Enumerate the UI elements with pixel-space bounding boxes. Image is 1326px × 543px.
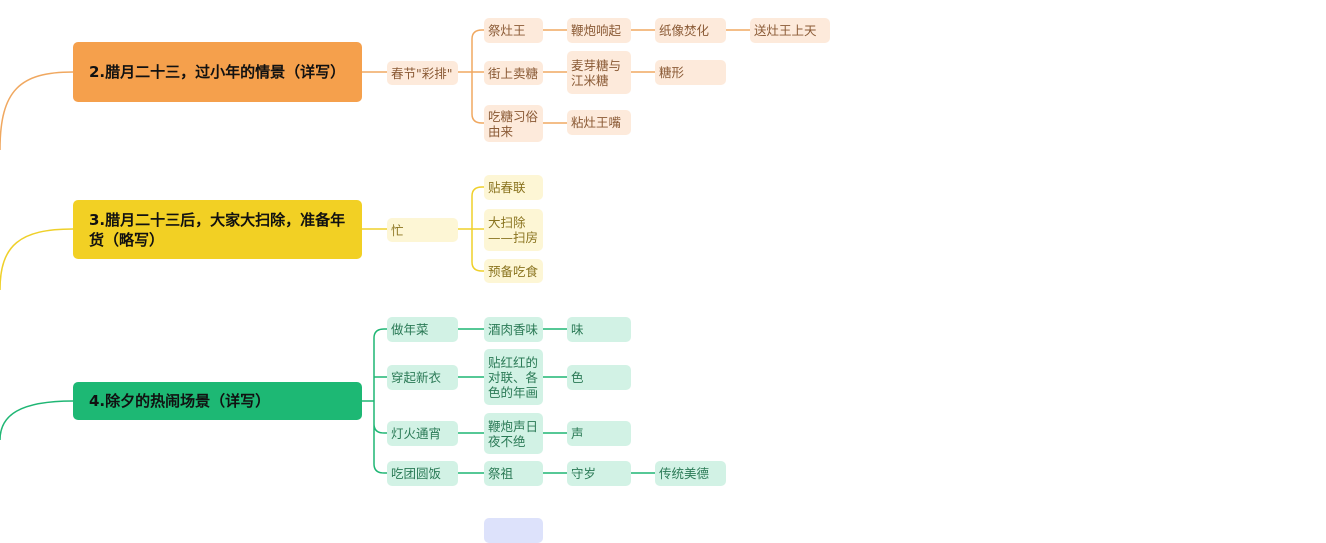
node[interactable]: 穿起新衣 (387, 365, 458, 390)
node-label: 灯火通宵 (391, 426, 442, 441)
node-label: 味 (571, 322, 584, 337)
node-label: 吃团圆饭 (391, 466, 442, 481)
node[interactable]: 祭灶王 (484, 18, 543, 43)
node[interactable]: 味 (567, 317, 631, 342)
node-label: 送灶王上天 (754, 23, 817, 38)
node-label: 预备吃食 (488, 263, 539, 279)
subtopic-rehearsal[interactable]: 春节"彩排" (387, 61, 458, 85)
topic-label: 4.除夕的热闹场景（详写） (89, 392, 271, 410)
node-partial[interactable] (484, 518, 543, 543)
node-label: 糖形 (659, 65, 685, 80)
node-label: 街上卖糖 (488, 65, 539, 81)
node[interactable]: 粘灶王嘴 (567, 110, 631, 135)
yellow-connectors (0, 186, 484, 291)
node-label: 粘灶王嘴 (571, 115, 622, 130)
node[interactable]: 送灶王上天 (750, 18, 830, 43)
orange-connectors (0, 29, 750, 151)
node[interactable]: 贴春联 (484, 175, 543, 200)
topic-3[interactable]: 3.腊月二十三后，大家大扫除，准备年货（略写） (73, 200, 362, 259)
node-label: 鞭炮响起 (571, 23, 622, 38)
node[interactable]: 吃糖习俗由来 (484, 105, 543, 142)
node-label: 做年菜 (391, 322, 429, 337)
topic-4[interactable]: 4.除夕的热闹场景（详写） (73, 382, 362, 420)
node-label: 鞭炮声日夜不绝 (488, 418, 539, 449)
node[interactable]: 酒肉香味 (484, 317, 543, 342)
node-label: 吃糖习俗由来 (488, 108, 539, 139)
node-label: 春节"彩排" (391, 65, 453, 81)
topic-label: 3.腊月二十三后，大家大扫除，准备年货（略写） (89, 210, 346, 249)
node-label: 色 (571, 370, 584, 385)
node-label: 贴春联 (488, 180, 526, 195)
topic-2[interactable]: 2.腊月二十三，过小年的情景（详写） (73, 42, 362, 102)
node[interactable]: 声 (567, 421, 631, 446)
node[interactable]: 祭祖 (484, 461, 543, 486)
node[interactable]: 做年菜 (387, 317, 458, 342)
node[interactable]: 守岁 (567, 461, 631, 486)
topic-label: 2.腊月二十三，过小年的情景（详写） (89, 63, 346, 81)
node[interactable]: 街上卖糖 (484, 61, 543, 85)
node[interactable]: 鞭炮声日夜不绝 (484, 413, 543, 454)
node-label: 贴红红的对联、各色的年画 (488, 354, 539, 400)
node-label: 守岁 (571, 466, 597, 481)
node-label: 祭灶王 (488, 23, 526, 38)
connectors (0, 29, 750, 474)
node[interactable]: 鞭炮响起 (567, 18, 631, 43)
node[interactable]: 灯火通宵 (387, 421, 458, 446)
node[interactable]: 贴红红的对联、各色的年画 (484, 349, 543, 405)
node-label: 传统美德 (659, 466, 710, 481)
node[interactable]: 纸像焚化 (655, 18, 726, 43)
node-label: 声 (571, 426, 584, 441)
node-label: 忙 (391, 222, 404, 238)
node[interactable]: 色 (567, 365, 631, 390)
node[interactable]: 传统美德 (655, 461, 726, 486)
node[interactable]: 吃团圆饭 (387, 461, 458, 486)
node-label: 大扫除——扫房 (488, 215, 539, 245)
green-connectors (0, 328, 655, 474)
node[interactable]: 大扫除——扫房 (484, 209, 543, 251)
node[interactable]: 糖形 (655, 60, 726, 85)
node-label: 祭祖 (488, 466, 514, 481)
node[interactable]: 麦芽糖与江米糖 (567, 51, 631, 94)
node-label: 纸像焚化 (659, 23, 710, 38)
subtopic-busy[interactable]: 忙 (387, 218, 458, 242)
node-label: 穿起新衣 (391, 370, 442, 385)
node-label: 酒肉香味 (488, 322, 539, 337)
node-label: 麦芽糖与江米糖 (571, 57, 622, 88)
node[interactable]: 预备吃食 (484, 259, 543, 283)
